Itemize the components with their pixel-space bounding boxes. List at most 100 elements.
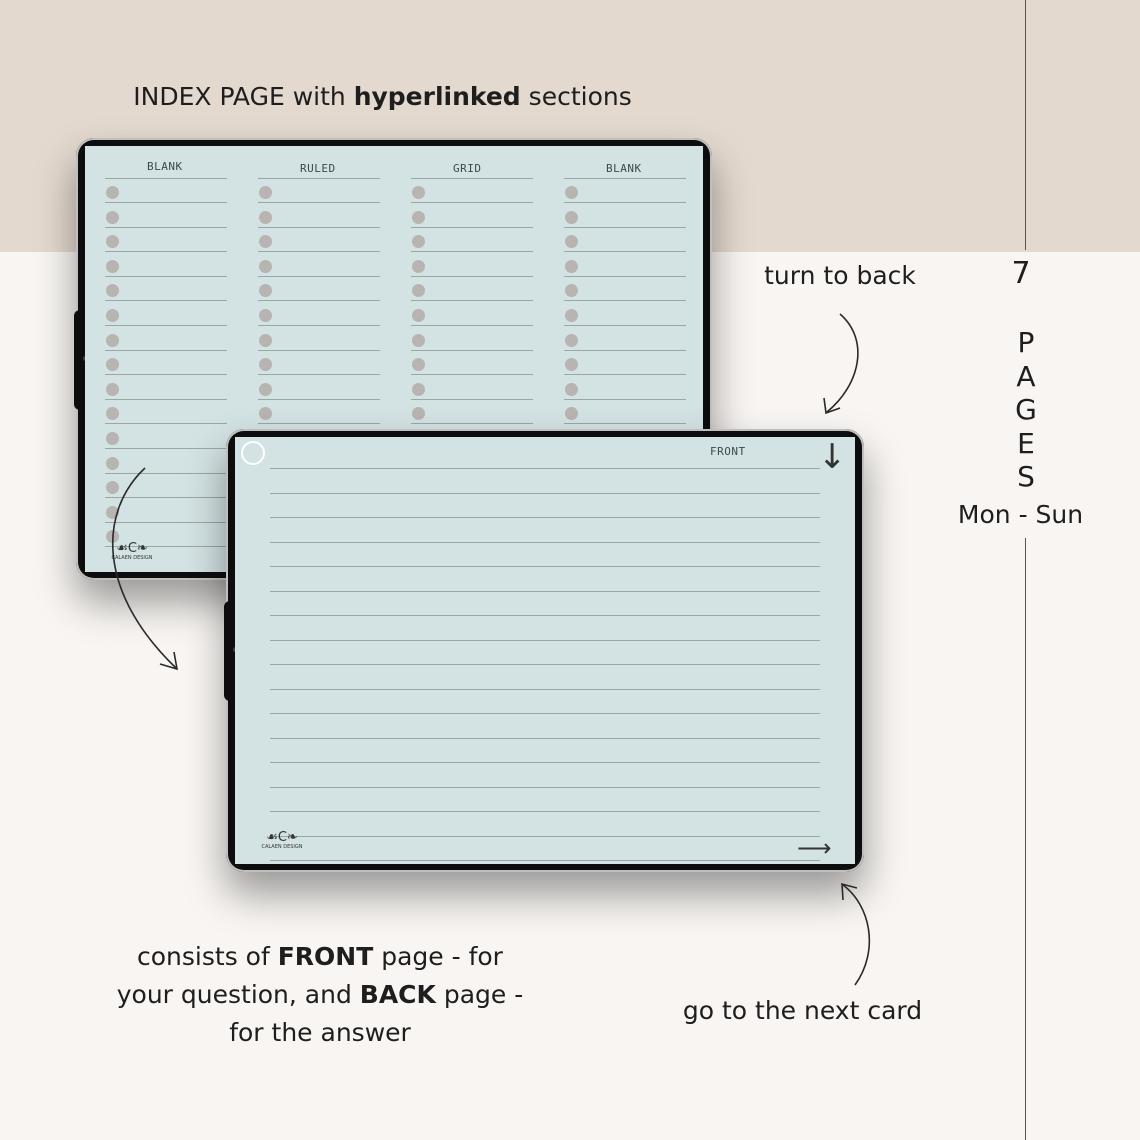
index-entry-line <box>105 300 227 302</box>
index-entry-dot[interactable] <box>412 333 425 347</box>
index-entry-dot[interactable] <box>412 309 425 322</box>
index-entry-dot[interactable] <box>565 333 578 347</box>
index-entry-line <box>564 226 686 228</box>
index-entry-dot[interactable] <box>412 382 425 396</box>
index-entry-dot[interactable] <box>412 259 425 273</box>
front-back-arrowhead <box>159 651 179 671</box>
index-entry-dot[interactable] <box>259 358 272 372</box>
logo-mark-icon: ☙C❧ <box>266 830 298 845</box>
index-entry-line <box>258 423 380 425</box>
index-entry-line <box>564 325 686 326</box>
pages-letter: A <box>1016 359 1036 393</box>
index-entry-dot[interactable] <box>565 186 578 199</box>
ruled-line <box>270 615 820 616</box>
index-entry-dot[interactable] <box>106 382 119 396</box>
ruled-line <box>270 541 820 543</box>
index-entry-dot[interactable] <box>565 259 578 273</box>
index-entry-line <box>105 423 227 425</box>
turn-to-back-arrow-icon[interactable]: ↓ <box>818 437 847 477</box>
divider-line-top <box>1025 0 1026 250</box>
index-entry-dot[interactable] <box>565 235 578 249</box>
next-card-caption: go to the next card <box>682 996 923 1025</box>
index-entry-dot[interactable] <box>106 432 119 445</box>
index-entry-line <box>105 472 227 474</box>
index-entry-line <box>105 521 227 523</box>
index-entry-dot[interactable] <box>106 284 119 298</box>
index-entry-line <box>411 300 533 302</box>
turn-to-back-caption: turn to back <box>764 261 916 290</box>
page-count: 7 <box>1011 256 1031 291</box>
index-entry-line <box>564 251 686 253</box>
home-circle-icon[interactable] <box>241 441 265 465</box>
column-header-grid[interactable]: GRID <box>453 162 482 175</box>
column-header-underline <box>105 178 227 179</box>
index-entry-line <box>564 202 686 203</box>
index-entry-dot[interactable] <box>259 407 272 421</box>
index-entry-dot[interactable] <box>106 210 119 224</box>
index-entry-dot[interactable] <box>565 210 578 224</box>
front-label: FRONT <box>710 445 746 458</box>
ruled-line <box>270 664 820 665</box>
index-entry-dot[interactable] <box>259 235 272 249</box>
index-entry-line <box>105 497 227 499</box>
index-entry-dot[interactable] <box>565 358 578 372</box>
calaen-logo: ☙C❧ CALAEN DESIGN <box>107 542 157 561</box>
index-entry-dot[interactable] <box>565 382 578 396</box>
index-entry-line <box>411 374 533 376</box>
index-entry-line <box>411 226 533 228</box>
index-entry-line <box>105 226 227 228</box>
index-entry-dot[interactable] <box>259 259 272 273</box>
index-entry-dot[interactable] <box>412 358 425 372</box>
index-entry-dot[interactable] <box>106 186 119 199</box>
index-entry-line <box>564 300 686 302</box>
index-entry-dot[interactable] <box>565 284 578 298</box>
index-entry-dot[interactable] <box>106 456 119 470</box>
front-page-screen: FRONT ↓ ⟶ ☙C❧ CALAEN DESIGN <box>235 437 855 864</box>
ruled-line <box>270 468 820 469</box>
column-header-underline <box>411 178 533 179</box>
index-entry-dot[interactable] <box>259 309 272 322</box>
index-entry-dot[interactable] <box>259 382 272 396</box>
index-entry-dot[interactable] <box>106 333 119 347</box>
index-entry-dot[interactable] <box>259 210 272 224</box>
index-entry-dot[interactable] <box>106 505 119 519</box>
index-entry-dot[interactable] <box>259 333 272 347</box>
pages-letter: S <box>1017 460 1035 493</box>
ruled-line <box>270 811 820 812</box>
index-entry-dot[interactable] <box>106 309 119 322</box>
index-entry-dot[interactable] <box>106 235 119 249</box>
index-entry-dot[interactable] <box>106 481 119 495</box>
pages-letter: E <box>1017 426 1035 460</box>
column-header-blank[interactable]: BLANK <box>147 160 183 173</box>
index-entry-dot[interactable] <box>106 407 119 421</box>
index-entry-dot[interactable] <box>412 235 425 249</box>
calaen-logo: ☙C❧ CALAEN DESIGN <box>257 831 307 850</box>
index-entry-line <box>258 325 380 326</box>
days-label: Mon - Sun <box>948 500 1093 529</box>
index-entry-line <box>411 349 533 351</box>
logo-mark-icon: ☙C❧ <box>116 541 148 556</box>
index-entry-dot[interactable] <box>565 407 578 421</box>
index-entry-dot[interactable] <box>259 284 272 298</box>
index-entry-dot[interactable] <box>412 407 425 421</box>
ruled-line <box>270 590 820 592</box>
index-entry-dot[interactable] <box>412 210 425 224</box>
index-entry-line <box>258 349 380 351</box>
index-entry-dot[interactable] <box>565 309 578 322</box>
index-entry-dot[interactable] <box>259 186 272 199</box>
index-entry-line <box>105 202 227 203</box>
index-entry-line <box>258 275 380 277</box>
column-header-underline <box>258 178 380 179</box>
index-entry-dot[interactable] <box>412 186 425 199</box>
index-entry-dot[interactable] <box>412 284 425 298</box>
index-entry-line <box>411 325 533 326</box>
index-entry-line <box>564 398 686 400</box>
index-entry-dot[interactable] <box>106 358 119 372</box>
column-header-ruled[interactable]: RULED <box>300 162 336 175</box>
next-card-arrow-icon[interactable]: ⟶ <box>797 834 832 862</box>
index-entry-line <box>411 251 533 253</box>
index-entry-dot[interactable] <box>106 259 119 273</box>
column-header-blank[interactable]: BLANK <box>606 162 642 175</box>
index-entry-line <box>411 398 533 400</box>
index-entry-line <box>258 226 380 228</box>
